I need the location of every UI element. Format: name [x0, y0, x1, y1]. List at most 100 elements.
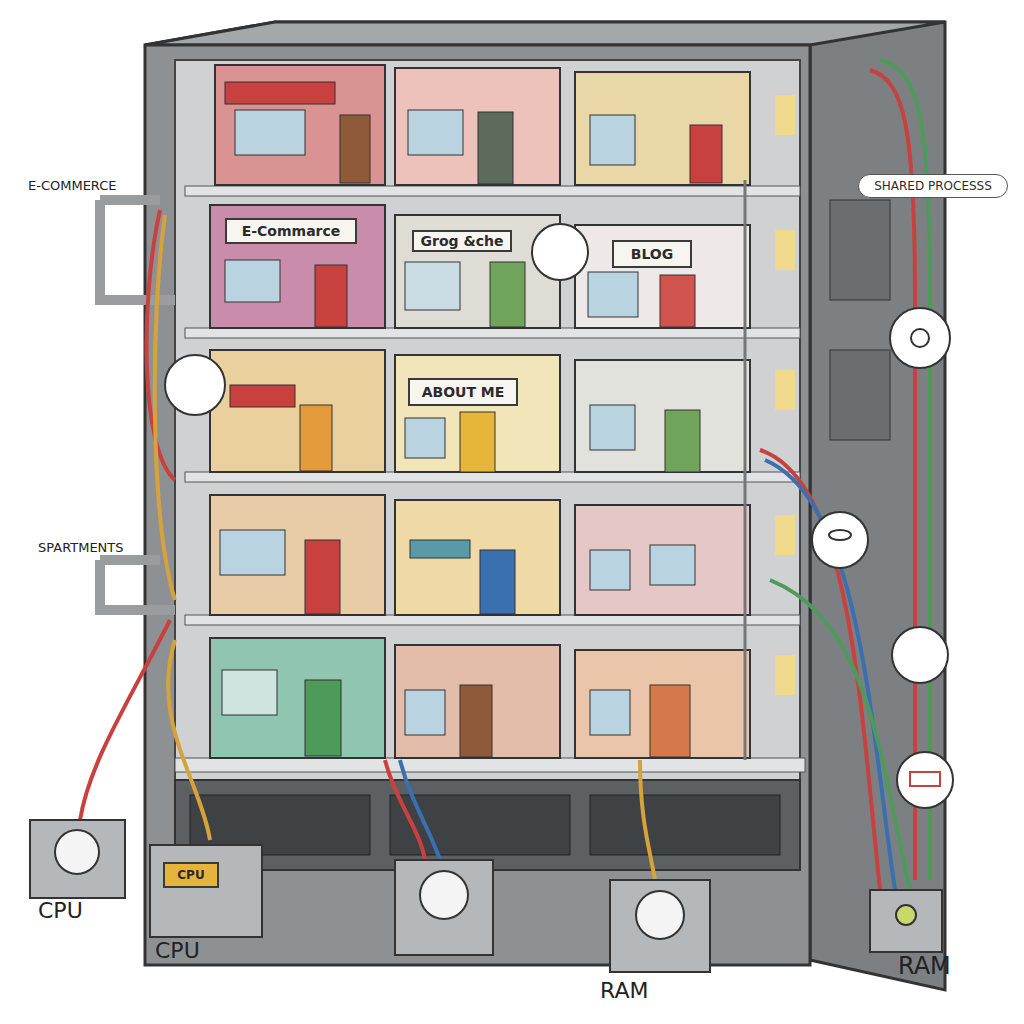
door	[315, 265, 347, 327]
shop-sign: BLOG	[612, 240, 692, 268]
breaker-panel	[830, 200, 890, 300]
door	[650, 685, 690, 757]
cable	[640, 760, 655, 880]
apartment	[575, 72, 750, 185]
gear-icon	[911, 329, 929, 347]
callout-bubble	[812, 512, 868, 568]
door	[660, 275, 695, 327]
meter-box	[610, 880, 710, 972]
pipe	[100, 560, 175, 610]
node-text: BLOG	[627, 246, 678, 262]
node-text: CPU	[173, 868, 208, 882]
part-label: CPU	[155, 938, 200, 963]
callout-bubble	[897, 752, 953, 808]
cable	[385, 760, 425, 860]
light-strip	[775, 655, 795, 695]
node-text: E-Commarce	[238, 223, 345, 239]
apartment	[575, 360, 750, 472]
door	[305, 540, 340, 614]
cable	[770, 580, 910, 890]
cable	[155, 215, 175, 600]
shop-sign: Grog &che	[412, 230, 512, 252]
window	[408, 110, 463, 155]
meter-display: CPU	[163, 862, 219, 888]
apartment	[395, 68, 560, 185]
rack-opening	[175, 60, 800, 780]
window	[590, 550, 630, 590]
node-text: Grog &che	[417, 233, 508, 249]
node-text: ABOUT ME	[418, 384, 509, 400]
database-icon	[829, 530, 851, 540]
callout-bubble	[165, 355, 225, 415]
door	[305, 680, 341, 756]
rack-top	[145, 22, 945, 45]
awning	[230, 385, 295, 407]
window	[588, 272, 638, 317]
door	[490, 262, 525, 327]
window	[225, 260, 280, 302]
door	[478, 112, 513, 184]
apartment	[210, 350, 385, 472]
part-label: CPU	[38, 898, 83, 923]
awning	[410, 540, 470, 558]
light-strip	[775, 370, 795, 410]
awning	[225, 82, 335, 104]
apartment	[210, 205, 385, 328]
window	[590, 115, 635, 165]
callout-bubble	[890, 308, 950, 368]
apartment	[575, 225, 750, 328]
server-base	[175, 780, 800, 870]
apartment	[395, 500, 560, 615]
pipe	[744, 180, 747, 760]
callout-pill: SHARED PROCESSS	[858, 174, 1008, 198]
server-grille	[590, 795, 780, 855]
part-label: E-COMMERCE	[28, 178, 117, 193]
server-icon	[910, 772, 940, 786]
rack-front	[145, 45, 810, 965]
cable	[168, 640, 210, 840]
light-strip	[775, 230, 795, 270]
door	[690, 125, 722, 183]
shelf	[185, 186, 800, 196]
apartment	[395, 355, 560, 472]
window	[405, 418, 445, 458]
meter-lamp	[896, 905, 916, 925]
shop-sign: E-Commarce	[225, 218, 357, 244]
meter-box	[30, 820, 125, 898]
breaker-panel	[830, 350, 890, 440]
apartment	[575, 650, 750, 758]
light-strip	[775, 95, 795, 135]
window	[405, 690, 445, 735]
cable	[765, 460, 895, 890]
shelf	[185, 328, 800, 338]
apartment	[575, 505, 750, 615]
callout-bubble	[892, 627, 948, 683]
meter-box	[150, 845, 262, 937]
meter-dial	[55, 830, 99, 874]
window	[222, 670, 277, 715]
rack-side	[145, 22, 945, 990]
shelf	[185, 472, 800, 482]
callout-bubble	[532, 224, 588, 280]
window	[235, 110, 305, 155]
window	[590, 690, 630, 735]
shelf	[185, 615, 800, 625]
meter-box	[870, 890, 942, 952]
apartment	[210, 638, 385, 758]
door	[300, 405, 332, 471]
part-label: RAM	[600, 978, 648, 1003]
meter-dial	[420, 871, 468, 919]
door	[460, 685, 492, 757]
meter-dial	[636, 891, 684, 939]
node-text: SHARED PROCESSS	[870, 179, 996, 193]
door	[340, 115, 370, 183]
window	[405, 262, 460, 310]
window	[650, 545, 695, 585]
window	[590, 405, 635, 450]
cable	[80, 620, 170, 820]
door	[665, 410, 700, 472]
apartment	[395, 215, 560, 328]
meter-box	[395, 860, 493, 955]
